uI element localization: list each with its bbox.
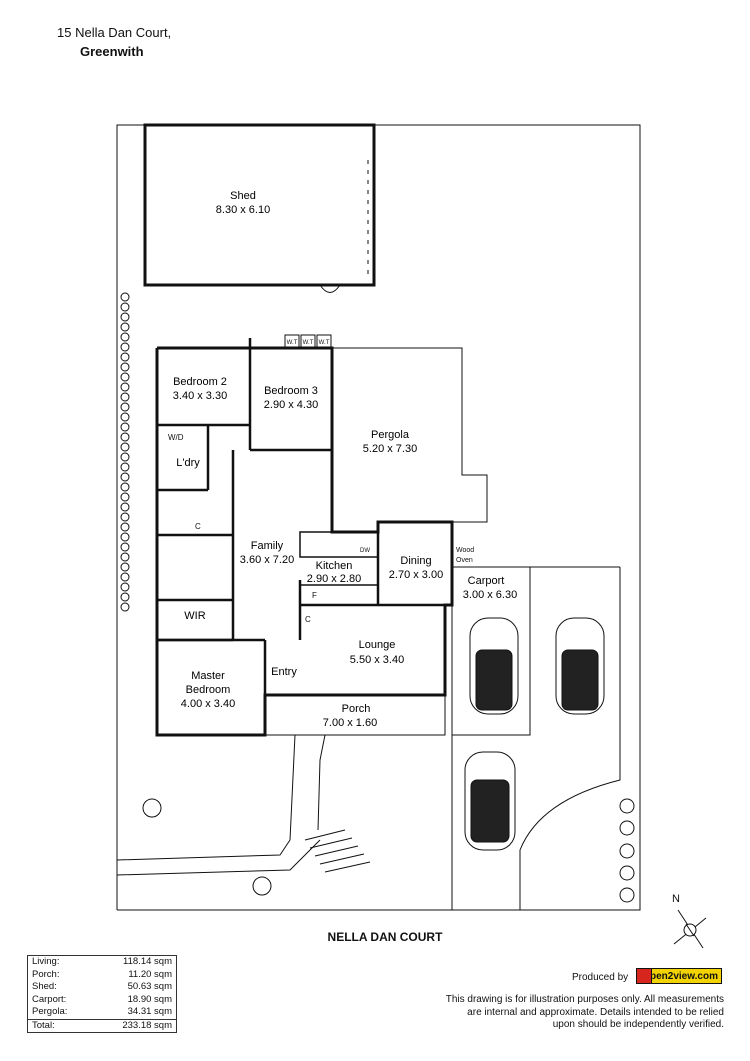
car-2 (555, 617, 605, 715)
car-3 (464, 751, 516, 851)
room-name-kitchen: Kitchen (316, 560, 353, 572)
driveway (451, 567, 621, 910)
pergola-outline (332, 347, 488, 523)
area-row: Shed: 50.63 sqm (28, 981, 177, 994)
compass-icon (673, 909, 707, 949)
room-size-kitchen: 2.90 x 2.80 (307, 573, 361, 585)
room-name-master-1: Master (191, 670, 225, 682)
room-name-family: Family (251, 540, 284, 552)
room-name-bedroom2: Bedroom 2 (173, 376, 227, 388)
dw-label: DW (360, 548, 370, 554)
compass-north-label: N (672, 893, 680, 905)
wt-label: W.T (319, 340, 330, 346)
room-name-laundry: L'dry (176, 457, 200, 469)
area-row: Living: 118.14 sqm (28, 956, 177, 969)
area-row: Carport: 18.90 sqm (28, 994, 177, 1007)
wood-oven-label: Oven (456, 557, 473, 564)
room-size-bedroom3: 2.90 x 4.30 (264, 399, 318, 411)
area-row: Pergola: 34.31 sqm (28, 1006, 177, 1019)
disclaimer-line-2: are internal and approximate. Details in… (467, 1006, 724, 1018)
room-size-master: 4.00 x 3.40 (181, 698, 235, 710)
area-total-value: 233.18 sqm (91, 1018, 177, 1033)
f-label: F (312, 591, 317, 600)
room-size-bedroom2: 3.40 x 3.30 (173, 390, 227, 402)
room-name-lounge: Lounge (359, 639, 396, 651)
wt-label: W.T (287, 340, 298, 346)
room-name-wir: WIR (184, 610, 205, 622)
shed-side-door (319, 284, 341, 293)
area-label: Shed: (32, 981, 57, 992)
room-name-entry: Entry (271, 666, 297, 678)
address-suburb: Greenwith (80, 44, 144, 59)
street-name: NELLA DAN COURT (327, 930, 443, 944)
c-label: C (195, 522, 201, 531)
room-name-bedroom3: Bedroom 3 (264, 385, 318, 397)
room-labels: Shed 8.30 x 6.10 Bedroom 2 3.40 x 3.30 B… (173, 190, 517, 729)
room-name-carport: Carport (468, 575, 505, 587)
shrubs (142, 798, 635, 903)
open2view-icon (636, 968, 652, 984)
kitchen-island (299, 584, 379, 606)
room-size-lounge: 5.50 x 3.40 (350, 654, 404, 666)
area-row: Porch: 11.20 sqm (28, 969, 177, 982)
area-value: 50.63 sqm (127, 981, 172, 992)
room-name-porch: Porch (342, 703, 371, 715)
room-size-family: 3.60 x 7.20 (240, 554, 294, 566)
room-name-master-2: Bedroom (186, 684, 231, 696)
area-value: 118.14 sqm (123, 956, 172, 967)
room-name-shed: Shed (230, 190, 256, 202)
car-1 (469, 617, 519, 715)
wood-oven-label: Wood (456, 547, 474, 554)
produced-by-text: Produced by (572, 972, 629, 983)
area-label: Carport: (32, 993, 67, 1005)
wd-label: W/D (168, 433, 184, 442)
open2view-logo: open2view.com (636, 968, 722, 984)
carport-outline (451, 566, 531, 736)
area-value: 18.90 sqm (127, 993, 172, 1005)
room-size-dining: 2.70 x 3.00 (389, 569, 443, 581)
address-line-1: 15 Nella Dan Court, (57, 25, 172, 40)
room-size-shed: 8.30 x 6.10 (216, 204, 270, 216)
room-size-pergola: 5.20 x 7.30 (363, 443, 417, 455)
room-size-porch: 7.00 x 1.60 (323, 717, 377, 729)
wt-label: W.T (303, 340, 314, 346)
steps (304, 829, 371, 873)
disclaimer-line-1: This drawing is for illustration purpose… (445, 994, 724, 1005)
room-name-pergola: Pergola (371, 429, 410, 441)
front-path (116, 734, 326, 876)
shed-outline (143, 123, 376, 287)
porch-outline (264, 694, 446, 736)
area-total-label: Total: (27, 1018, 92, 1033)
room-name-dining: Dining (400, 555, 431, 567)
kitchen-bench (299, 531, 379, 558)
disclaimer-line-3: upon should be independently verified. (552, 1019, 724, 1030)
room-size-carport: 3.00 x 6.30 (463, 589, 517, 601)
area-value: 11.20 sqm (128, 968, 172, 980)
area-label: Pergola: (32, 1006, 68, 1017)
area-label: Porch: (32, 968, 60, 980)
c-label: C (305, 615, 311, 624)
area-label: Living: (32, 956, 60, 967)
hedge (120, 292, 130, 612)
water-tanks: W.T W.T W.T (284, 334, 332, 348)
disclaimer: This drawing is for illustration purpose… (430, 994, 724, 1032)
area-total-row: Total: 233.18 sqm (27, 1018, 177, 1033)
area-value: 34.31 sqm (127, 1006, 172, 1017)
lot-boundary (116, 124, 641, 911)
